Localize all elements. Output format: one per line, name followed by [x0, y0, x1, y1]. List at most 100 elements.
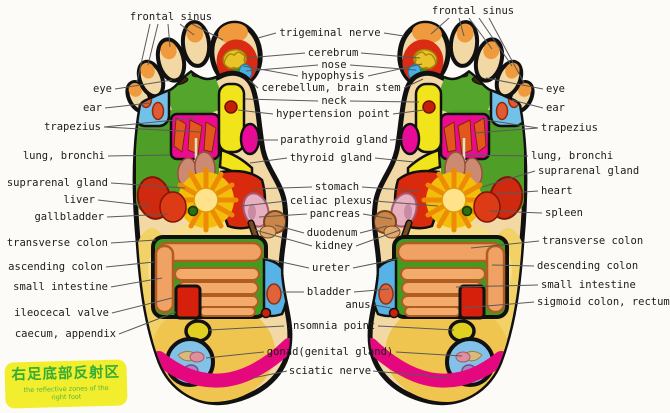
- label-ascending-colon-left: ascending colon: [8, 261, 103, 273]
- label-bladder: bladder: [307, 286, 351, 298]
- leader-line-stomach: [361, 186, 420, 192]
- leader-line-small-intestine-right: [455, 284, 539, 288]
- caption-chinese-title: 右足底部反射区: [11, 364, 121, 384]
- leader-line-eye-right: [485, 77, 544, 90]
- leader-line-gonad-genital-gland: [395, 351, 463, 357]
- right-foot-illustration: [370, 20, 537, 403]
- label-cerebellum-brain-stem: cerebellum, brain stem: [261, 82, 400, 94]
- leader-line-trigeminal-nerve: [383, 32, 405, 37]
- leader-line-nose: [245, 64, 319, 72]
- leader-line-descending-colon-right: [491, 264, 535, 267]
- leader-line-gonad-genital-gland: [205, 351, 265, 359]
- left-foot-illustration: [123, 20, 290, 403]
- leader-line-ureter: [352, 258, 398, 269]
- leader-line-frontal-sinus-left: [147, 23, 159, 66]
- leader-line-hypertension-point: [392, 109, 425, 115]
- leader-line-kidney: [355, 229, 401, 247]
- label-sciatic-nerve: sciatic nerve: [289, 365, 371, 377]
- leader-line-celiac-plexus: [240, 200, 288, 207]
- label-ear-left: ear: [83, 102, 102, 114]
- label-frontal-sinus-right: frontal sinus: [432, 5, 514, 17]
- leader-line-cerebellum-brain-stem: [403, 78, 424, 89]
- leader-line-suprarenal-gland-left: [110, 182, 186, 189]
- leader-line-frontal-sinus-left: [179, 23, 195, 36]
- label-parathyroid-gland: parathyroid gland: [280, 134, 387, 146]
- label-thyroid-gland: thyroid gland: [290, 152, 372, 164]
- leader-line-duodenum: [359, 225, 388, 234]
- leader-line-frontal-sinus-right: [478, 17, 513, 67]
- leader-line-spleen: [488, 210, 543, 214]
- leader-line-trapezius-right: [473, 127, 539, 134]
- leader-line-trapezius-left: [103, 126, 201, 133]
- leader-line-frontal-sinus-right: [488, 17, 525, 84]
- leader-line-nose: [349, 64, 417, 71]
- leader-line-lung-bronchi-right: [465, 154, 529, 157]
- label-spleen: spleen: [545, 207, 583, 219]
- label-cerebrum: cerebrum: [308, 47, 359, 59]
- leader-line-sciatic-nerve: [252, 370, 288, 379]
- label-stomach: stomach: [315, 181, 359, 193]
- leader-line-trigeminal-nerve: [257, 32, 277, 39]
- leader-line-frontal-sinus-right: [468, 17, 493, 50]
- leader-line-cerebrum: [360, 52, 421, 59]
- leader-line-pancreas: [362, 213, 393, 220]
- leader-line-trapezius-left: [103, 117, 197, 128]
- label-ear-right: ear: [546, 102, 565, 114]
- leader-line-transverse-colon-left: [110, 239, 157, 244]
- leader-line-caecum-appendix-left: [118, 311, 177, 335]
- leader-line-stomach: [251, 186, 313, 190]
- label-hypophysis: hypophysis: [301, 70, 364, 82]
- label-small-intestine-left: small intestine: [13, 281, 108, 293]
- label-gallbladder-left: gallbladder: [34, 211, 104, 223]
- label-transverse-colon-right: transverse colon: [542, 235, 643, 247]
- leader-line-hypertension-point: [237, 109, 274, 115]
- leader-line-eye-left: [114, 79, 173, 90]
- leader-line-thyroid-gland: [249, 157, 288, 164]
- leader-line-bladder: [353, 288, 390, 293]
- leader-line-small-intestine-left: [110, 277, 163, 288]
- leader-line-cerebrum: [246, 52, 306, 59]
- label-pancreas: pancreas: [310, 208, 361, 220]
- label-liver-left: liver: [63, 194, 95, 206]
- label-lung-bronchi-right: lung, bronchi: [531, 150, 613, 162]
- label-hypertension-point: hypertension point: [276, 108, 390, 120]
- leader-line-celiac-plexus: [374, 200, 439, 207]
- leader-line-frontal-sinus-left: [167, 23, 171, 48]
- label-descending-colon-right: descending colon: [537, 260, 638, 272]
- label-neck: neck: [321, 95, 347, 107]
- leader-line-trapezius-right: [479, 118, 539, 129]
- label-heart: heart: [541, 185, 573, 197]
- leader-line-hypophysis: [242, 65, 299, 77]
- leader-line-liver-left: [97, 199, 151, 207]
- leader-line-gallbladder-left: [106, 213, 169, 218]
- label-nose: nose: [321, 59, 346, 71]
- leader-line-frontal-sinus-right: [458, 17, 465, 37]
- leader-line-ear-right: [511, 99, 544, 109]
- leader-line-sigmoid-colon-rectum: [462, 301, 535, 309]
- label-gonad-genital-gland: gonad(genital gland): [267, 346, 393, 358]
- label-anus: anus: [345, 299, 370, 311]
- label-duodenum: duodenum: [307, 227, 358, 239]
- leader-line-duodenum: [274, 224, 305, 234]
- caption-english-line2: right foot: [51, 392, 82, 402]
- label-celiac-plexus: celiac plexus: [290, 195, 372, 207]
- leader-line-insomnia-point: [208, 325, 285, 331]
- label-eye-left: eye: [93, 83, 112, 95]
- leader-line-ascending-colon-left: [105, 261, 155, 268]
- label-ileocecal-valve-left: ileocecal valve: [14, 307, 109, 319]
- leader-line-ureter: [262, 257, 310, 269]
- leader-line-cerebellum-brain-stem: [248, 79, 259, 89]
- leader-line-anus: [373, 304, 392, 309]
- label-sigmoid-colon-rectum: sigmoid colon, rectum: [537, 296, 670, 308]
- label-insomnia-point: insomnia point: [287, 320, 376, 332]
- leader-line-thyroid-gland: [374, 157, 415, 163]
- leader-line-parathyroid-gland: [389, 138, 408, 141]
- label-frontal-sinus-left: frontal sinus: [130, 11, 212, 23]
- leader-line-ileocecal-valve-left: [111, 297, 173, 314]
- label-suprarenal-gland-right: suprarenal gland: [538, 165, 639, 177]
- label-small-intestine-right: small intestine: [541, 279, 636, 291]
- caption-box: 右足底部反射区 the reflective zones of the righ…: [4, 359, 128, 409]
- label-suprarenal-gland-left: suprarenal gland: [7, 177, 108, 189]
